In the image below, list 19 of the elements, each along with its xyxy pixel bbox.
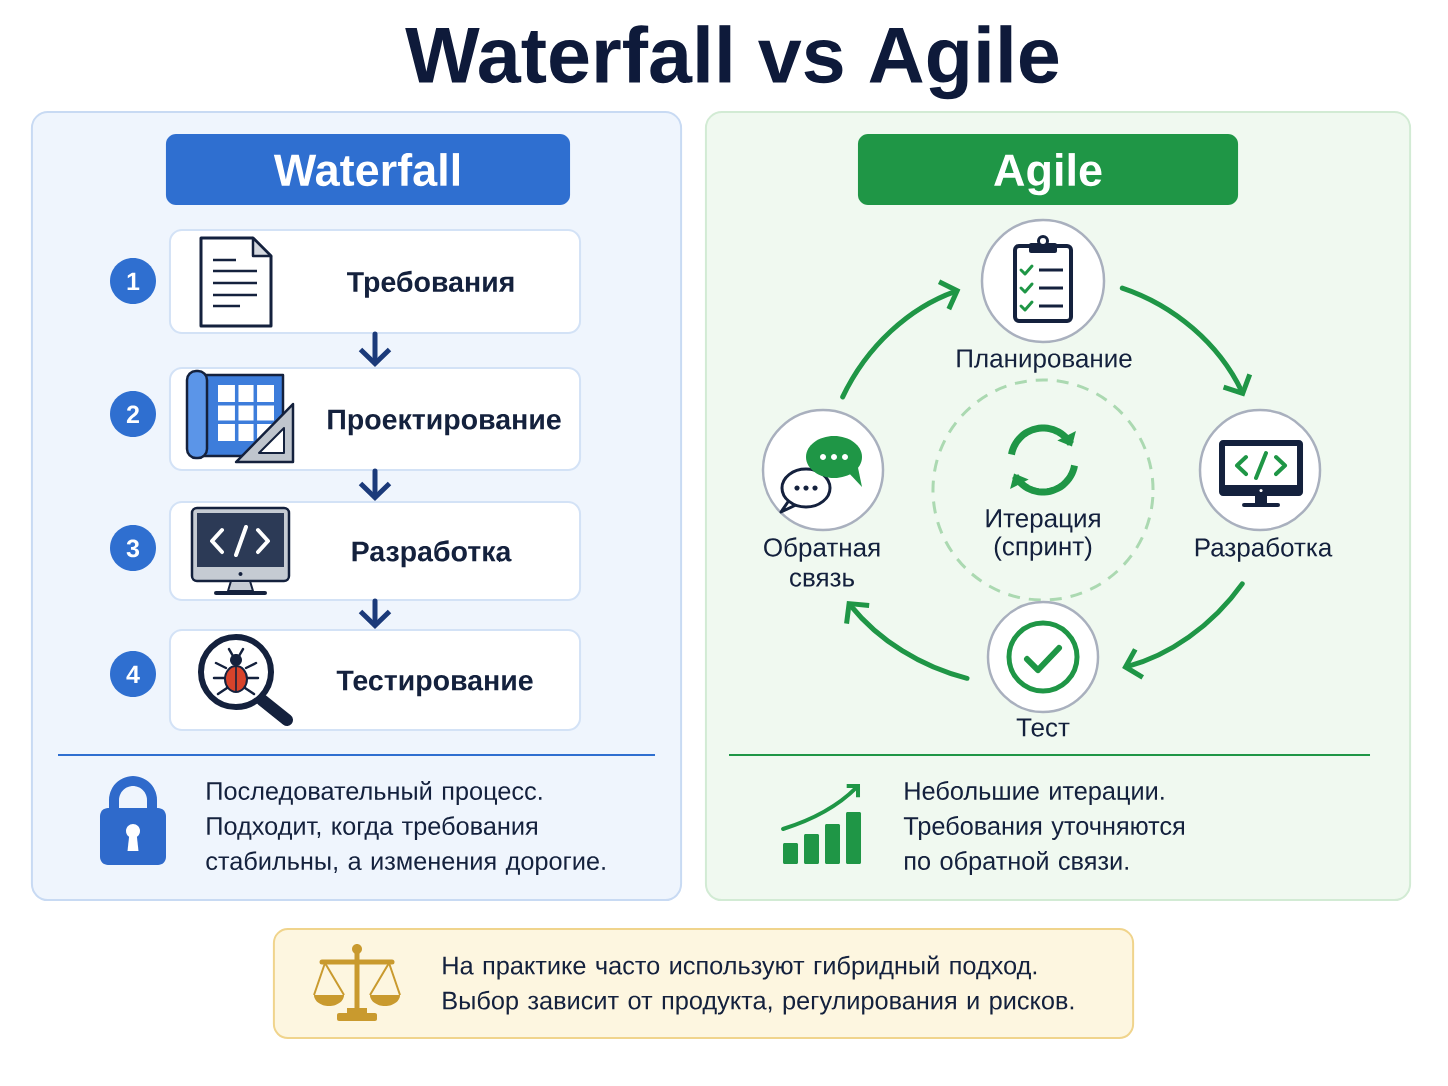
stage-label: Тест: [1016, 718, 1070, 737]
stage-label: Обратная связь: [764, 537, 880, 587]
description-text: Последовательный процесс. Подходит, когда требования стабильны, а изменения дорогие.: [206, 780, 605, 876]
title: Waterfall vs Agile: [405, 25, 1059, 100]
heading-banner: Agile: [857, 134, 1239, 205]
heading-banner: Waterfall: [165, 134, 571, 205]
step-number: 2: [110, 391, 156, 437]
arrow: [1119, 285, 1253, 397]
description-text: Небольшие итерации. Требования уточняются по обратной связи.: [903, 781, 1184, 875]
step-number: 4: [110, 651, 156, 697]
stage-label: Планирование: [957, 349, 1132, 373]
cycle-label: Итерация (спринт): [986, 509, 1100, 561]
arrow: [840, 279, 961, 400]
stage-label: Разработка: [1195, 537, 1333, 562]
note-box: На практике часто используют гибридный подход. Выбор зависит от продукта, регулирования и рисков.: [272, 928, 1135, 1040]
step-number: 1: [110, 258, 156, 304]
step-number: 3: [110, 525, 156, 571]
arrow: [844, 600, 970, 681]
arrow: [1122, 581, 1245, 680]
